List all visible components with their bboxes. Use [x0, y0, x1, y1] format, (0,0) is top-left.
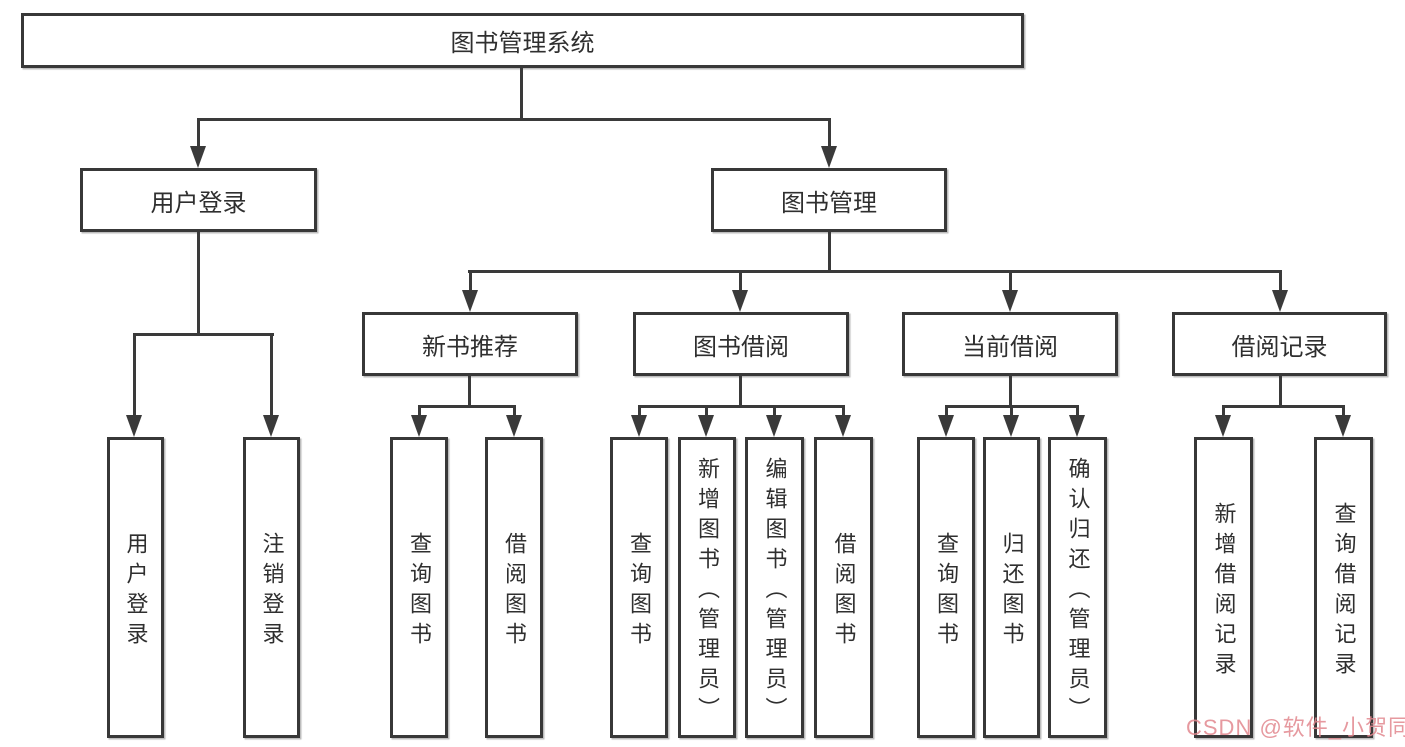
connector-drop-leaf [638, 405, 641, 419]
arrow-down-icon [1272, 290, 1288, 312]
leaf-borrow-books-recommend: 借阅图书 [485, 437, 543, 738]
arrow-down-icon [1003, 415, 1019, 437]
leaf-label: 查询图书 [407, 531, 432, 652]
connector-records-split [1222, 405, 1345, 408]
connector-user-login-split [133, 333, 274, 336]
connector-borrow-stub [739, 376, 742, 407]
leaf-label: 新增借阅记录 [1211, 501, 1237, 682]
connector-current-stub [1009, 376, 1012, 407]
leaf-label: 归还图书 [999, 531, 1025, 652]
node-label: 图书借阅 [693, 333, 789, 361]
node-root-library-system: 图书管理系统 [21, 13, 1024, 68]
leaf-edit-book-admin: 编辑图书（管理员） [745, 437, 804, 738]
arrow-down-icon [835, 415, 851, 437]
connector-drop-leaf [842, 405, 845, 419]
node-book-borrowing: 图书借阅 [633, 312, 849, 376]
leaf-borrow-books: 借阅图书 [814, 437, 873, 738]
arrow-down-icon [631, 415, 647, 437]
connector-drop-leaf [270, 333, 273, 417]
leaf-query-borrow-record: 查询借阅记录 [1314, 437, 1373, 738]
leaf-logout: 注销登录 [243, 437, 300, 738]
arrow-down-icon [1335, 415, 1351, 437]
node-book-management: 图书管理 [711, 168, 947, 232]
connector-drop-recommend [469, 270, 472, 294]
arrow-down-icon [190, 146, 206, 168]
connector-root-stub [520, 68, 523, 120]
leaf-label: 借阅图书 [502, 531, 527, 652]
connector-drop-records [1279, 270, 1282, 294]
leaf-label: 查询图书 [627, 531, 652, 652]
arrow-down-icon [938, 415, 954, 437]
csdn-watermark: CSDN @软件_小贺同学 [1186, 715, 1405, 740]
connector-book-mgmt-stub [828, 232, 831, 273]
leaf-label: 查询借阅记录 [1331, 501, 1357, 682]
connector-drop-current [1009, 270, 1012, 294]
node-borrow-records: 借阅记录 [1172, 312, 1387, 376]
node-label: 新书推荐 [422, 333, 518, 361]
connector-drop-leaf [1342, 405, 1345, 419]
node-user-login: 用户登录 [80, 168, 317, 232]
arrow-down-icon [411, 415, 427, 437]
connector-drop-leaf [133, 333, 136, 417]
connector-drop-leaf [418, 405, 421, 419]
leaf-label: 确认归还（管理员） [1065, 456, 1091, 727]
connector-borrow-split [638, 405, 845, 408]
node-label: 用户登录 [150, 189, 247, 217]
node-label: 借阅记录 [1231, 333, 1328, 361]
arrow-down-icon [1002, 290, 1018, 312]
connector-drop-leaf [705, 405, 708, 419]
leaf-user-login: 用户登录 [107, 437, 164, 738]
leaf-add-borrow-record: 新增借阅记录 [1194, 437, 1253, 738]
connector-drop-leaf [513, 405, 516, 419]
leaf-query-books-recommend: 查询图书 [390, 437, 448, 738]
arrow-down-icon [506, 415, 522, 437]
leaf-return-book: 归还图书 [983, 437, 1040, 738]
leaf-label: 借阅图书 [831, 531, 857, 652]
leaf-label: 新增图书（管理员） [695, 456, 720, 727]
arrow-down-icon [732, 290, 748, 312]
connector-root-split [197, 118, 831, 121]
connector-drop-user-login [197, 118, 200, 150]
leaf-confirm-return-admin: 确认归还（管理员） [1048, 437, 1107, 738]
leaf-label: 编辑图书（管理员） [762, 456, 788, 727]
arrow-down-icon [1069, 415, 1085, 437]
leaf-label: 查询图书 [934, 531, 959, 652]
connector-drop-leaf [773, 405, 776, 419]
node-label: 图书管理系统 [450, 30, 595, 57]
connector-drop-leaf [1076, 405, 1079, 419]
connector-book-mgmt-split [468, 270, 1281, 273]
arrow-down-icon [1215, 415, 1231, 437]
leaf-query-books-borrow: 查询图书 [610, 437, 668, 738]
connector-records-stub [1279, 376, 1282, 407]
connector-drop-leaf [1222, 405, 1225, 419]
connector-recommend-stub [468, 376, 471, 407]
leaf-label: 用户登录 [123, 531, 149, 652]
node-label: 图书管理 [781, 189, 877, 217]
connector-user-login-stub [197, 232, 200, 335]
connector-drop-leaf [1010, 405, 1013, 419]
arrow-down-icon [821, 146, 837, 168]
connector-drop-book-mgmt [828, 118, 831, 150]
arrow-down-icon [698, 415, 714, 437]
leaf-add-book-admin: 新增图书（管理员） [678, 437, 736, 738]
arrow-down-icon [263, 415, 279, 437]
leaf-label: 注销登录 [259, 531, 285, 652]
leaf-query-books-current: 查询图书 [917, 437, 975, 738]
connector-drop-borrow [739, 270, 742, 294]
connector-recommend-split [418, 405, 516, 408]
arrow-down-icon [462, 290, 478, 312]
node-new-book-recommend: 新书推荐 [362, 312, 578, 376]
connector-drop-leaf [945, 405, 948, 419]
node-current-borrowing: 当前借阅 [902, 312, 1118, 376]
arrow-down-icon [766, 415, 782, 437]
arrow-down-icon [126, 415, 142, 437]
node-label: 当前借阅 [962, 333, 1058, 361]
